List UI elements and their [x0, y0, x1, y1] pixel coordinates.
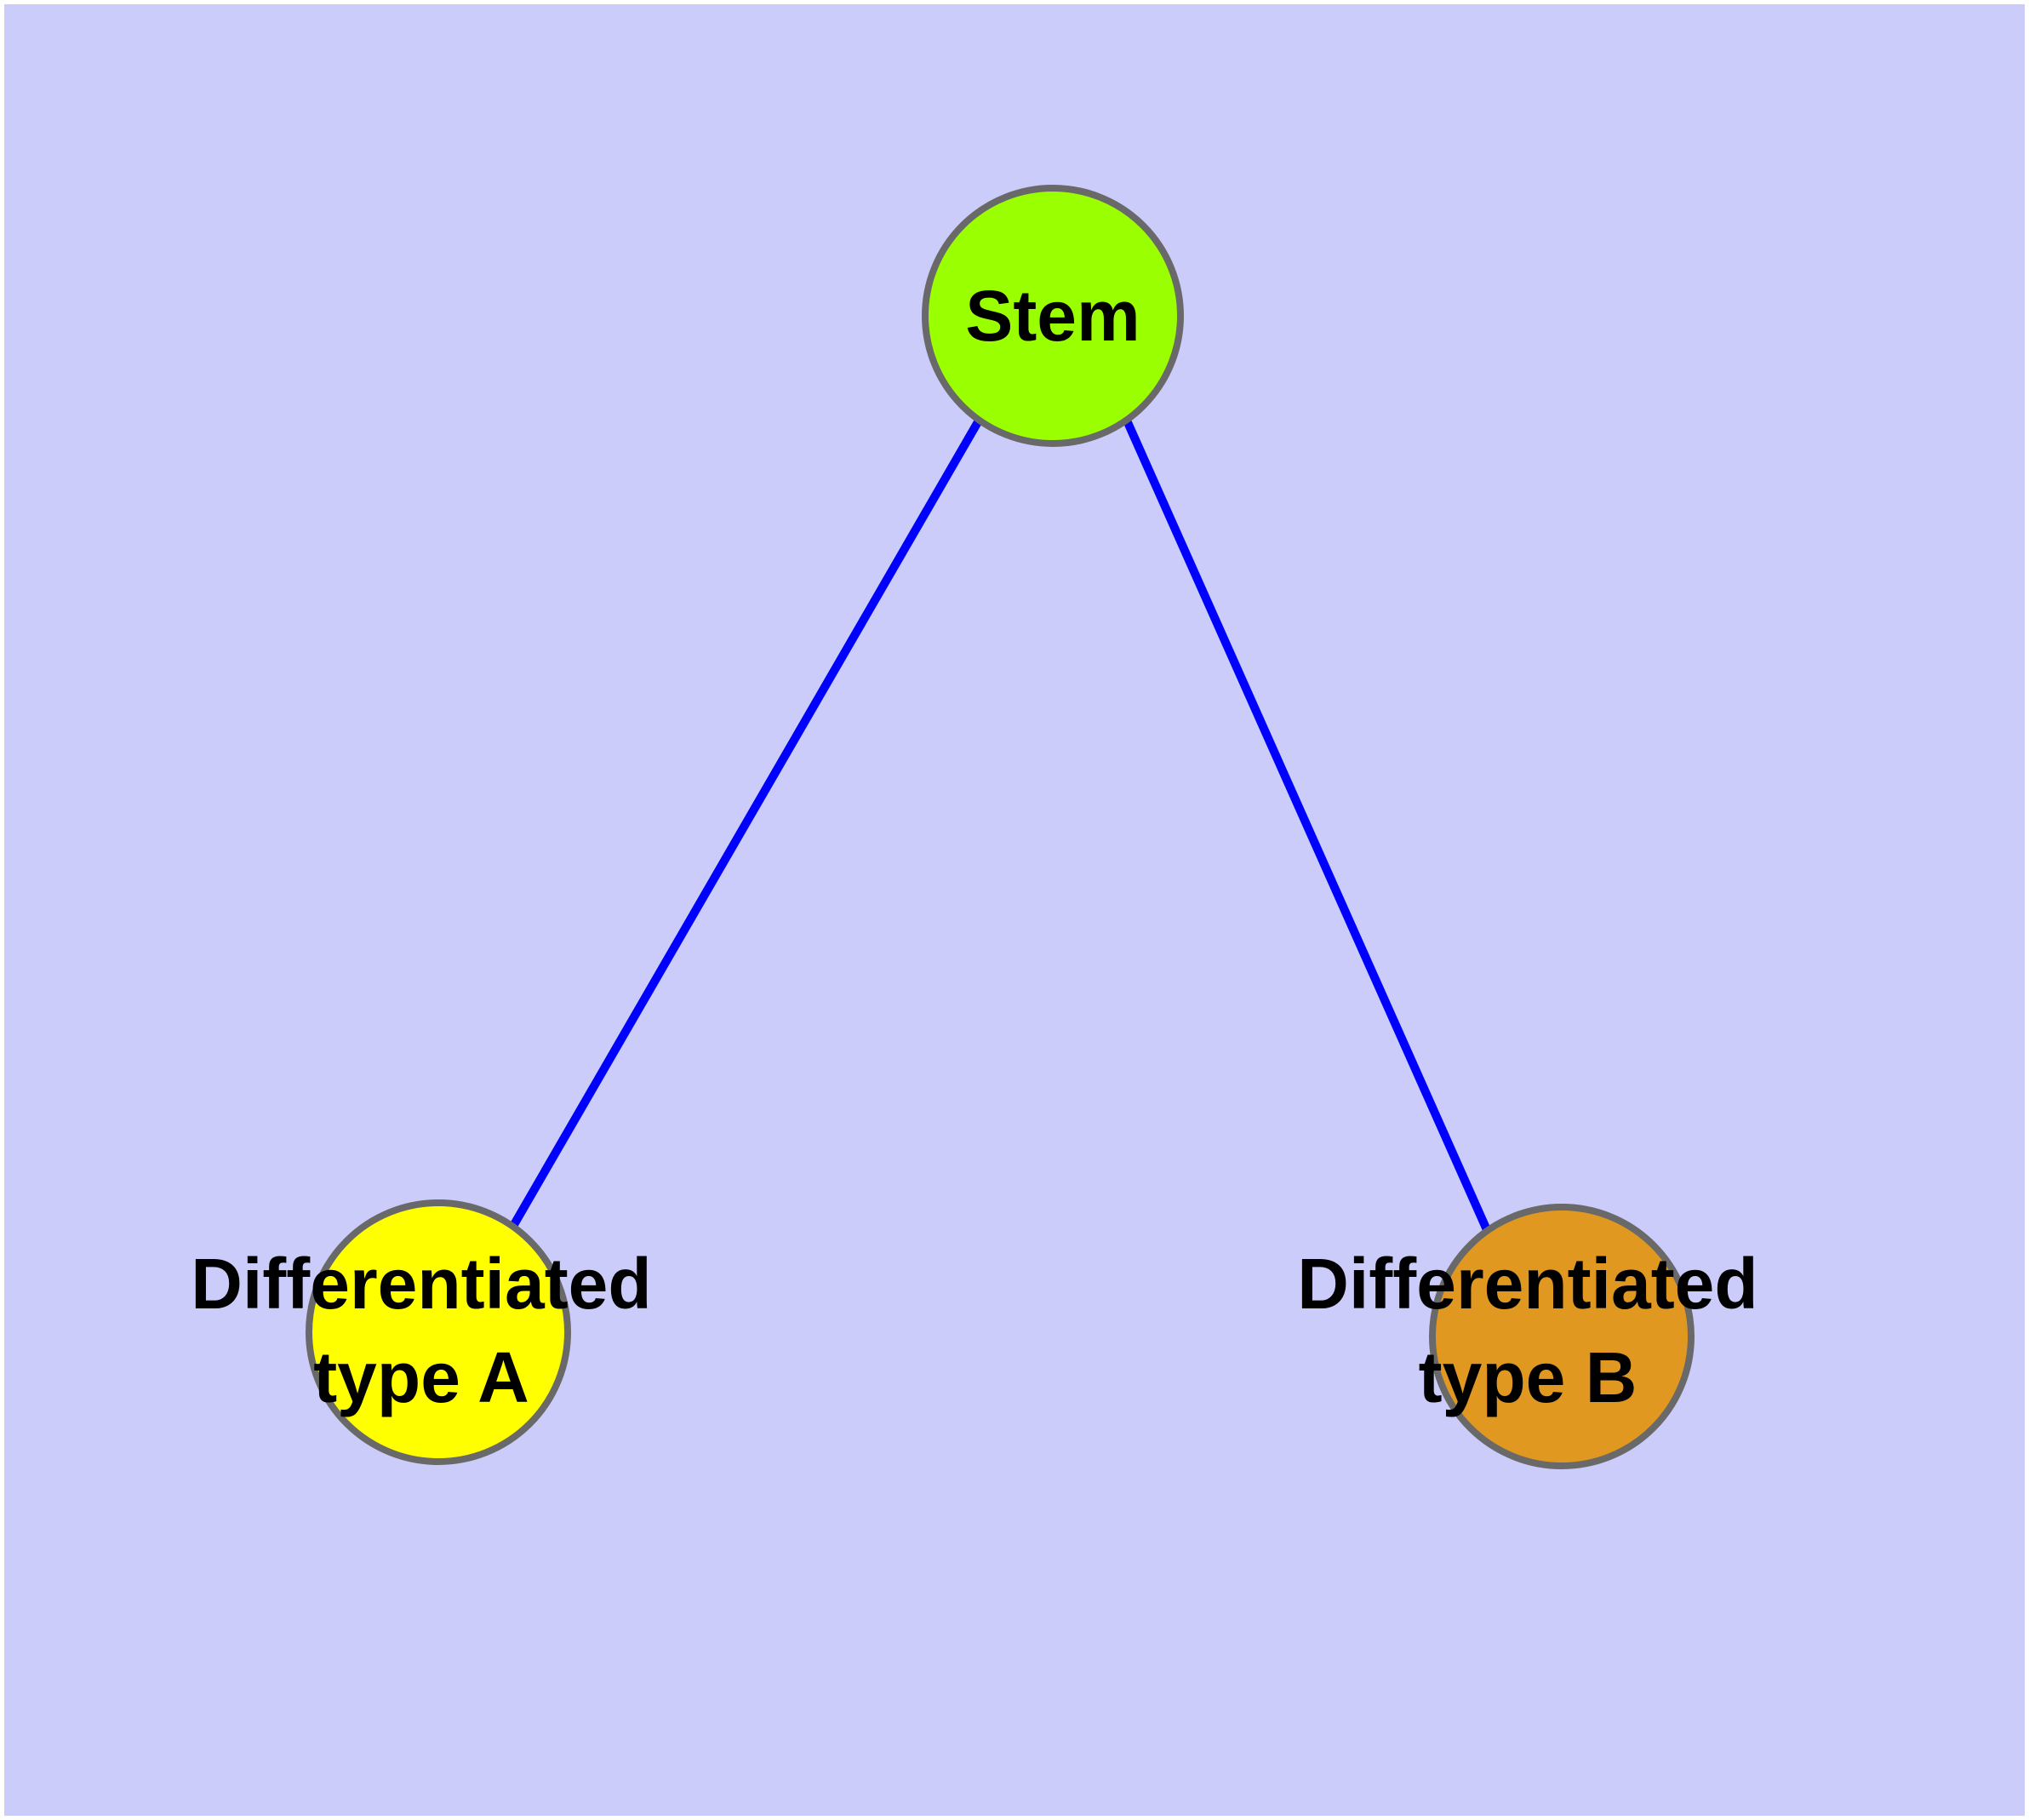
- edge-layer: [508, 418, 1492, 1234]
- node-stem[interactable]: [922, 185, 1184, 447]
- node-label-differentiated-type-b-line1: Differentiated: [1297, 1244, 1758, 1324]
- node-layer: [306, 185, 1695, 1469]
- edge-stem-to-differentiated-type-b[interactable]: [1123, 418, 1492, 1234]
- edge-stem-to-differentiated-type-a[interactable]: [508, 418, 983, 1230]
- node-label-stem: Stem: [965, 276, 1140, 356]
- label-layer: Stem Differentiated type A Differentiate…: [191, 276, 1758, 1417]
- node-label-differentiated-type-b-line2: type B: [1419, 1337, 1637, 1417]
- node-label-differentiated-type-a-line2: type A: [313, 1337, 529, 1417]
- node-differentiated-type-b[interactable]: [1429, 1204, 1695, 1469]
- node-differentiated-type-a[interactable]: [306, 1199, 571, 1465]
- node-label-differentiated-type-a-line1: Differentiated: [191, 1244, 651, 1324]
